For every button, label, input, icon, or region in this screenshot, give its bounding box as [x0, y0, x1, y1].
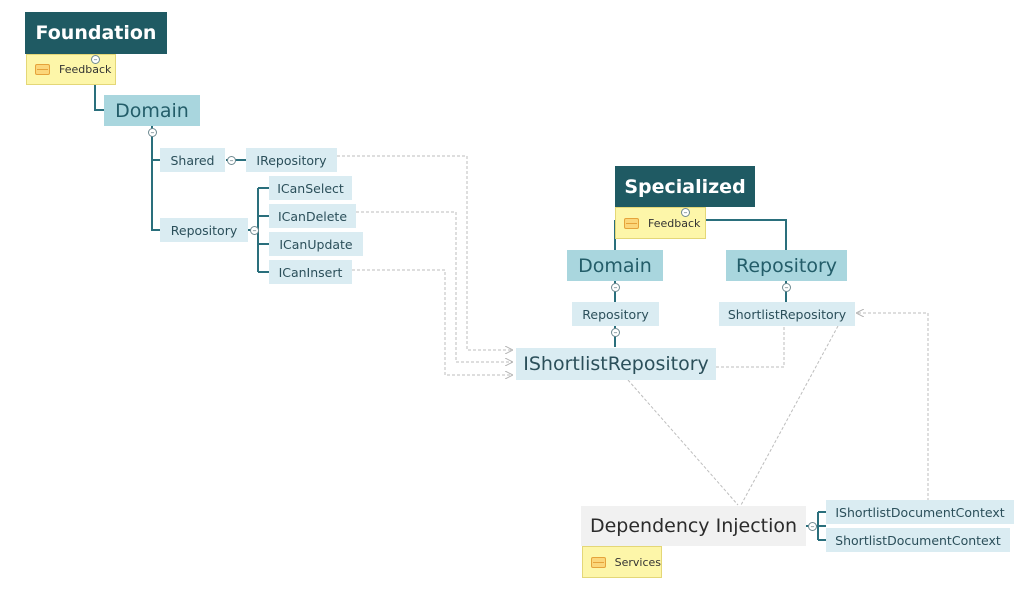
services-note[interactable]: Services — [582, 546, 662, 578]
foundation-feedback-note[interactable]: Feedback — [26, 54, 116, 85]
foundation-repository-topic[interactable]: Repository — [160, 218, 248, 242]
note-icon — [35, 64, 50, 75]
ishortlist-document-context-label: IShortlistDocumentContext — [835, 504, 1005, 520]
dependency-injection-topic[interactable]: Dependency Injection — [581, 506, 806, 546]
foundation-title: Foundation — [35, 22, 157, 44]
specialized-domain-label: Domain — [578, 254, 652, 277]
specialized-topic[interactable]: Specialized — [615, 166, 755, 207]
foundation-topic[interactable]: Foundation — [25, 12, 167, 54]
shortlist-repository-label: ShortlistRepository — [727, 306, 847, 322]
dependency-injection-title: Dependency Injection — [589, 515, 798, 537]
collapse-toggle-icon[interactable]: – — [91, 55, 100, 64]
collapse-toggle-icon[interactable]: – — [808, 522, 817, 531]
specialized-domain-topic[interactable]: Domain — [567, 250, 663, 281]
icanselect-label: ICanSelect — [277, 180, 344, 196]
ishortlist-document-context-topic[interactable]: IShortlistDocumentContext — [826, 500, 1014, 524]
icanupdate-label: ICanUpdate — [279, 236, 353, 252]
specialized-domain-repository-label: Repository — [582, 306, 649, 322]
icaninsert-topic[interactable]: ICanInsert — [269, 260, 352, 284]
icanselect-topic[interactable]: ICanSelect — [269, 176, 352, 200]
icaninsert-label: ICanInsert — [278, 264, 343, 280]
foundation-domain-topic[interactable]: Domain — [104, 95, 200, 126]
shortlist-document-context-topic[interactable]: ShortlistDocumentContext — [826, 528, 1010, 552]
foundation-note-label: Feedback — [59, 63, 112, 76]
shared-label: Shared — [170, 152, 215, 168]
services-note-label: Services — [614, 555, 661, 569]
irepository-topic[interactable]: IRepository — [246, 148, 337, 172]
specialized-repository-topic[interactable]: Repository — [726, 250, 847, 281]
icandelete-topic[interactable]: ICanDelete — [269, 204, 356, 228]
foundation-repository-label: Repository — [170, 222, 238, 238]
collapse-toggle-icon[interactable]: – — [681, 208, 690, 217]
shortlist-repository-topic[interactable]: ShortlistRepository — [719, 302, 855, 326]
shared-topic[interactable]: Shared — [160, 148, 225, 172]
irepository-label: IRepository — [256, 152, 327, 168]
specialized-title: Specialized — [624, 175, 746, 198]
relationship-lines — [337, 155, 929, 506]
collapse-toggle-icon[interactable]: – — [250, 226, 259, 235]
specialized-repository-label: Repository — [735, 254, 838, 277]
ishortlist-repository-label: IShortlistRepository — [523, 353, 709, 375]
foundation-domain-label: Domain — [115, 99, 189, 122]
note-icon — [591, 556, 606, 568]
collapse-toggle-icon[interactable]: – — [148, 128, 157, 137]
specialized-feedback-note[interactable]: Feedback — [615, 207, 706, 239]
ishortlist-repository-topic[interactable]: IShortlistRepository — [516, 348, 716, 380]
icanupdate-topic[interactable]: ICanUpdate — [269, 232, 363, 256]
collapse-toggle-icon[interactable]: – — [611, 283, 620, 292]
shortlist-document-context-label: ShortlistDocumentContext — [835, 532, 1001, 548]
collapse-toggle-icon[interactable]: – — [611, 328, 620, 337]
icandelete-label: ICanDelete — [277, 208, 348, 224]
note-icon — [624, 217, 639, 229]
specialized-domain-repository-topic[interactable]: Repository — [572, 302, 659, 326]
collapse-toggle-icon[interactable]: – — [782, 283, 791, 292]
collapse-toggle-icon[interactable]: – — [227, 156, 236, 165]
specialized-note-label: Feedback — [648, 216, 701, 230]
